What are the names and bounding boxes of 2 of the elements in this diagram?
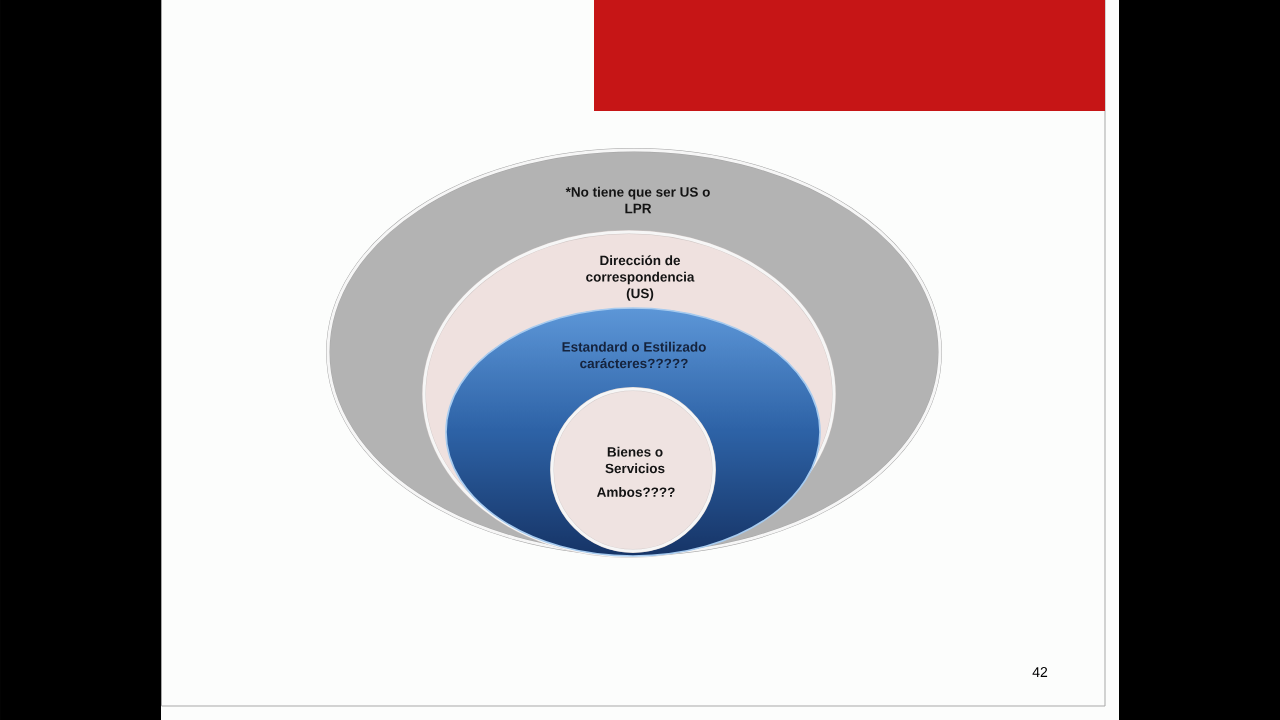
banner — [594, 0, 1105, 111]
page-number: 42 — [1032, 667, 1048, 677]
